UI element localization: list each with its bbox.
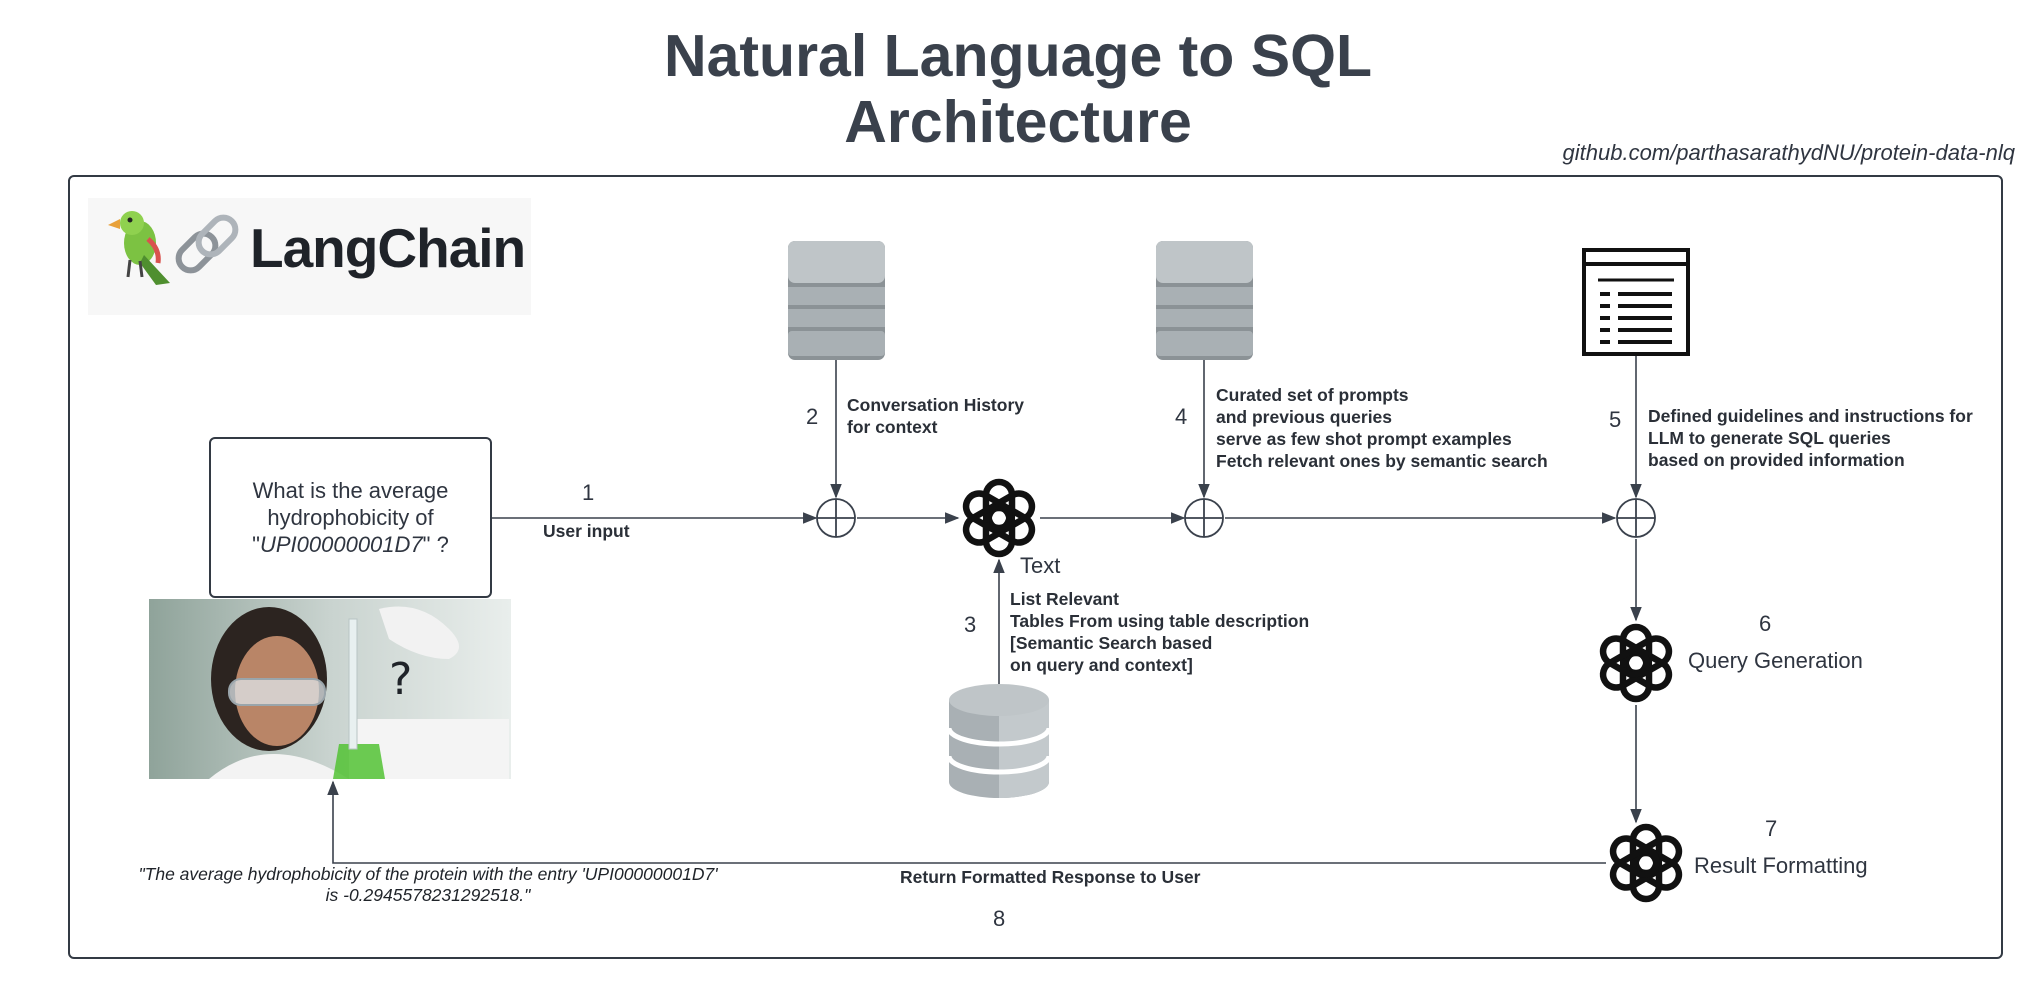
step-1-label: User input [543,521,630,541]
step-2-label-line: for context [847,417,938,437]
step-1-number: 1 [582,480,595,505]
formatted-answer-line: "The average hydrophobicity of the prote… [138,864,718,884]
openai-logo-icon [1609,823,1683,903]
page-title-line-1: Natural Language to SQL [663,23,1373,89]
step-5-label-line: Defined guidelines and instructions for [1648,406,1973,426]
arrow-return-response [327,780,1606,864]
document-list-icon [1582,248,1690,356]
step-6-label: Query Generation [1688,648,1863,673]
step-8-number: 8 [993,906,1006,931]
svg-text:?: ? [389,654,412,705]
question-entry: UPI00000001D7 [259,532,423,557]
repo-link[interactable]: github.com/parthasarathydNU/protein-data… [1562,140,2015,165]
database-icon [788,241,885,360]
step-4-label-line: serve as few shot prompt examples [1216,429,1512,449]
parrot-icon [108,211,170,285]
step-3-label-line: Tables From using table description [1010,611,1310,631]
page-title-line-2: Architecture [844,89,1192,155]
formatted-answer: "The average hydrophobicity of the prote… [128,864,728,906]
step-8-label: Return Formatted Response to User [900,867,1201,887]
langchain-logo-text: LangChain [250,217,526,279]
openai-logo-icon [1599,623,1673,703]
step-2-number: 2 [806,404,819,429]
openai-logo-icon [962,478,1036,558]
diagram-frame [68,175,2003,959]
step-3-label-line: on query and context] [1010,655,1193,675]
sum-junction-icon [816,498,856,538]
step-4-label-line: and previous queries [1216,407,1393,427]
step-4-label-line: Fetch relevant ones by semantic search [1216,451,1548,471]
database-icon [1156,241,1253,360]
step-5-label-line: based on provided information [1648,450,1905,470]
step-7-number: 7 [1765,816,1778,841]
step-7-label: Result Formatting [1694,853,1868,878]
llm-text-label: Text [1020,553,1061,578]
step-3-label-line: [Semantic Search based [1010,633,1213,653]
step-5-number: 5 [1609,407,1622,432]
question-suffix: " ? [422,532,449,557]
step-2-label-line: Conversation History [847,395,1024,415]
database-icon [946,684,1052,798]
step-2-label: Conversation History for context [847,394,1024,438]
sum-junction-icon [1616,498,1656,538]
formatted-answer-line: is -0.2945578231292518." [325,885,531,905]
scientist-photo: ? [149,599,511,779]
step-4-number: 4 [1175,404,1188,429]
step-3-number: 3 [964,612,977,637]
question-prefix: What is the average hydrophobicity of " [252,478,449,557]
step-4-label-line: Curated set of prompts [1216,385,1409,405]
chain-link-icon [175,214,239,274]
langchain-logo [88,198,531,315]
step-3-label-line: List Relevant [1010,589,1119,609]
step-6-number: 6 [1759,611,1772,636]
step-5-label-line: LLM to generate SQL queries [1648,428,1891,448]
step-3-label: List Relevant Tables From using table de… [1010,588,1309,676]
step-5-label: Defined guidelines and instructions for … [1648,405,1973,471]
user-question-box: What is the average hydrophobicity of "U… [209,437,492,598]
sum-junction-icon [1184,498,1224,538]
step-4-label: Curated set of prompts and previous quer… [1216,384,1548,472]
